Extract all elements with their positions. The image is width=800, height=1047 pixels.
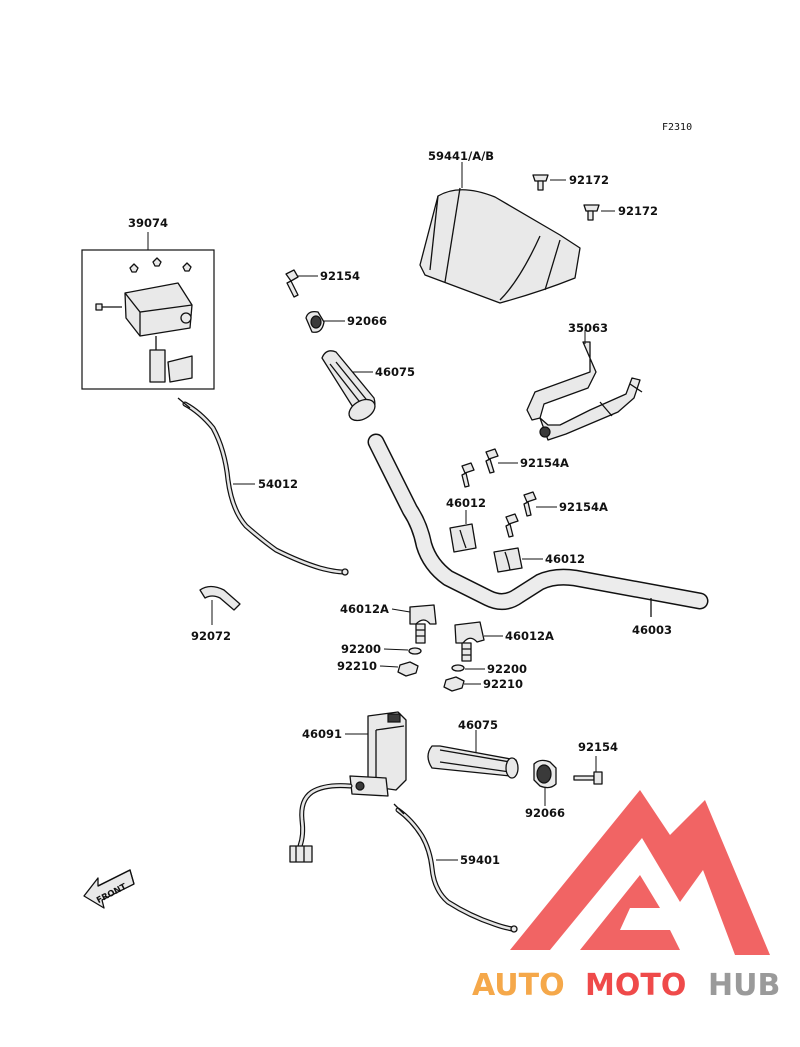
callout-35063: 35063 [568,321,608,335]
callout-92172-b: 92172 [618,204,658,218]
callout-92154a-a: 92154A [520,456,569,470]
bolt-92154-bottom[interactable] [573,756,603,785]
bar-end-92066-bottom[interactable] [533,759,557,806]
callout-92072: 92072 [191,629,231,643]
callout-39074: 39074 [128,216,168,230]
washer-92200-a[interactable] [383,647,422,655]
bolts-92154a-upper[interactable] [461,448,518,488]
callout-46012-a: 46012 [446,496,486,510]
screw-92172-b[interactable] [583,204,615,221]
callout-46091: 46091 [302,727,342,741]
holder-46012-b[interactable] [493,547,543,573]
windshield[interactable] [419,162,581,304]
throttle-cable-54012[interactable] [177,397,349,576]
clamp-92072[interactable] [199,585,241,626]
nut-92210-b[interactable] [443,676,481,692]
watermark-auto: AUTO [472,968,565,1003]
bar-end-92066-top[interactable] [305,310,345,333]
nut-92210-a[interactable] [379,661,419,677]
automotohub-watermark: AUTO MOTO HUB [472,790,780,1003]
callout-92172-a: 92172 [569,173,609,187]
callout-92200-a: 92200 [341,642,381,656]
callout-92154a-b: 92154A [559,500,608,514]
holder-46012a-left[interactable] [391,604,437,644]
callout-46012a-b: 46012A [505,629,554,643]
callout-54012: 54012 [258,477,298,491]
holder-46012a-right[interactable] [454,621,503,662]
cable-59401[interactable] [393,803,518,933]
callout-92210-a: 92210 [337,659,377,673]
switch-assembly-box[interactable] [81,249,215,390]
callout-46003: 46003 [632,623,672,637]
callout-92154-top: 92154 [320,269,360,283]
watermark-logo [510,790,770,955]
washer-92200-b[interactable] [451,664,485,672]
callout-92210-b: 92210 [483,677,523,691]
callout-92154-bottom: 92154 [578,740,618,754]
bolt-92154-top[interactable] [285,269,318,298]
holder-46012-a[interactable] [449,510,477,553]
figure-code: F2310 [662,122,692,133]
callout-46075-bottom: 46075 [458,718,498,732]
callout-59441: 59441/A/B [428,149,494,163]
watermark-moto: MOTO [585,968,686,1003]
switch-46091[interactable] [289,711,407,863]
callout-46012-b: 46012 [545,552,585,566]
grip-46075-top[interactable] [321,350,379,425]
handlebar-46003[interactable] [367,433,709,617]
callout-92200-b: 92200 [487,662,527,676]
callout-92066-top: 92066 [347,314,387,328]
bracket-35063[interactable] [526,330,643,441]
callout-46075-top: 46075 [375,365,415,379]
watermark-hub: HUB [708,968,780,1003]
screw-92172-a[interactable] [532,174,566,191]
callout-59401: 59401 [460,853,500,867]
callout-92066-bottom: 92066 [525,806,565,820]
callout-46012a-a: 46012A [340,602,389,616]
bolts-92154a-lower[interactable] [505,491,557,538]
grip-46075-bottom[interactable] [427,730,519,779]
front-arrow: FRONT [83,869,135,909]
